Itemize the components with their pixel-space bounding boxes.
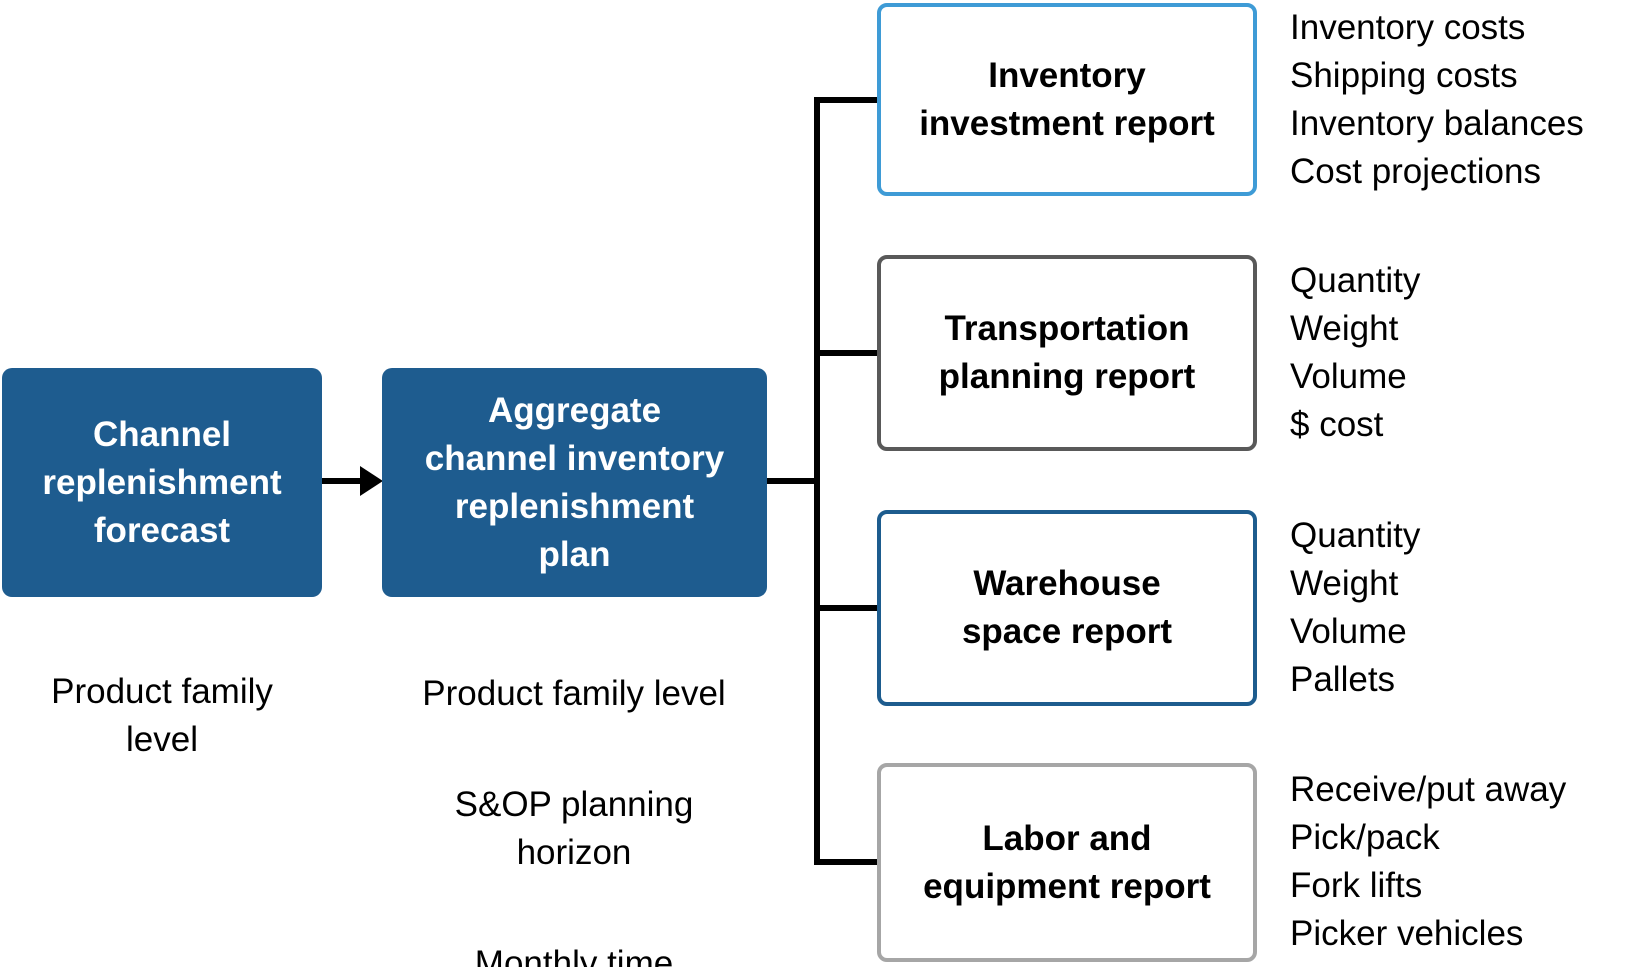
branch-to-warehouse-report [814, 605, 877, 611]
inventory-investment-report-box: Inventory investment report [877, 3, 1257, 196]
forecast-to-plan-connector [322, 478, 364, 484]
plan-box-caption: Product family level S&OP planning horiz… [404, 622, 744, 967]
list-item: Inventory balances [1290, 104, 1584, 143]
list-item: Quantity [1290, 261, 1421, 300]
transportation-report-items: Quantity Weight Volume $ cost [1290, 257, 1643, 449]
plan-note: S&OP planning horizon [454, 785, 694, 872]
list-item: Weight [1290, 564, 1399, 603]
arrow-head-icon [360, 466, 383, 496]
report-title: Inventory investment report [919, 55, 1215, 143]
source-box-caption: Product family level [2, 620, 322, 764]
list-item: Fork lifts [1290, 866, 1423, 905]
branch-trunk-line [814, 97, 820, 865]
labor-equipment-report-box: Labor and equipment report [877, 763, 1257, 962]
plan-to-trunk-connector [767, 478, 820, 484]
inventory-report-items: Inventory costs Shipping costs Inventory… [1290, 4, 1643, 196]
source-caption-text: Product family level [51, 672, 273, 759]
list-item: $ cost [1290, 405, 1384, 444]
list-item: Receive/put away [1290, 770, 1567, 809]
channel-replenishment-forecast-box: Channel replenishment forecast [2, 368, 322, 597]
branch-to-labor-report [814, 859, 877, 865]
list-item: Cost projections [1290, 152, 1541, 191]
plan-note: Product family level [422, 674, 726, 713]
branch-to-inventory-report [814, 97, 877, 103]
warehouse-report-items: Quantity Weight Volume Pallets [1290, 512, 1643, 704]
list-item: Shipping costs [1290, 56, 1518, 95]
transportation-planning-report-box: Transportation planning report [877, 255, 1257, 451]
report-title: Labor and equipment report [923, 818, 1211, 906]
list-item: Inventory costs [1290, 8, 1526, 47]
list-item: Picker vehicles [1290, 914, 1524, 953]
list-item: Volume [1290, 612, 1407, 651]
branch-to-transportation-report [814, 350, 877, 356]
list-item: Pick/pack [1290, 818, 1440, 857]
report-title: Transportation planning report [938, 309, 1196, 396]
aggregate-replenishment-plan-box: Aggregate channel inventory replenishmen… [382, 368, 767, 597]
warehouse-space-report-box: Warehouse space report [877, 510, 1257, 706]
source-box-title: Channel replenishment forecast [42, 414, 282, 550]
labor-report-items: Receive/put away Pick/pack Fork lifts Pi… [1290, 766, 1643, 958]
list-item: Quantity [1290, 516, 1421, 555]
list-item: Pallets [1290, 660, 1396, 699]
list-item: Weight [1290, 309, 1399, 348]
report-title: Warehouse space report [961, 564, 1173, 651]
plan-note: Monthly time buckets [474, 944, 674, 967]
list-item: Volume [1290, 357, 1407, 396]
plan-box-title: Aggregate channel inventory replenishmen… [424, 390, 725, 574]
